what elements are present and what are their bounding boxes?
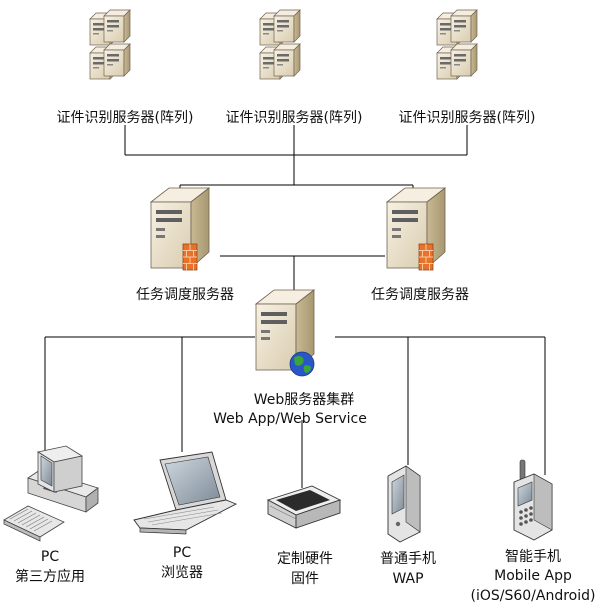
server-array-middle: 证件识别服务器(阵列) [226,10,363,126]
server-array-icon [437,10,477,79]
client-label-line1: PC [41,549,59,565]
server-array-left: 证件识别服务器(阵列) [57,10,194,126]
client-pc-third-party: PC 第三方应用 [3,445,99,585]
client-label-line2: 浏览器 [161,565,203,581]
client-label-line2: WAP [392,571,423,587]
scheduler-server-left: 任务调度服务器 [136,187,234,303]
server-array-label: 证件识别服务器(阵列) [399,110,536,126]
web-cluster-title: Web服务器集群 [254,391,355,408]
client-smartphone: 智能手机 Mobile App (iOS/S60/Android) [471,459,596,604]
connection-lines [44,125,546,488]
client-label-line1: 定制硬件 [277,551,333,567]
scheduler-server-right: 任务调度服务器 [371,187,469,303]
web-cluster-subtitle: Web App/Web Service [213,411,367,427]
server-array-right: 证件识别服务器(阵列) [399,10,536,126]
server-array-icon [260,10,300,79]
scheduler-server-icon [386,187,446,271]
web-server-globe-icon [255,289,315,377]
scheduler-server-icon [150,187,210,271]
client-pc-browser: PC 浏览器 [133,451,238,581]
client-label-line1: PC [173,545,191,561]
scheduler-server-label: 任务调度服务器 [136,287,234,303]
client-label-line1: 智能手机 [505,549,561,565]
mobile-phone-icon [513,459,553,541]
scanner-icon [266,485,342,529]
server-array-label: 证件识别服务器(阵列) [57,110,194,126]
server-array-icon [90,10,130,79]
laptop-icon [133,451,238,535]
pda-phone-icon [387,465,421,543]
client-label-line2: Mobile App [494,568,572,584]
client-basic-phone: 普通手机 WAP [380,465,436,587]
scheduler-server-label: 任务调度服务器 [371,287,469,303]
client-label-line2: 固件 [291,571,319,587]
client-label-line3: (iOS/S60/Android) [471,588,596,604]
client-custom-hardware: 定制硬件 固件 [266,485,342,587]
client-label-line1: 普通手机 [380,551,436,567]
server-array-label: 证件识别服务器(阵列) [226,110,363,126]
web-server-cluster: Web服务器集群 Web App/Web Service [213,289,367,427]
desktop-pc-icon [3,445,99,542]
client-label-line2: 第三方应用 [15,568,85,585]
